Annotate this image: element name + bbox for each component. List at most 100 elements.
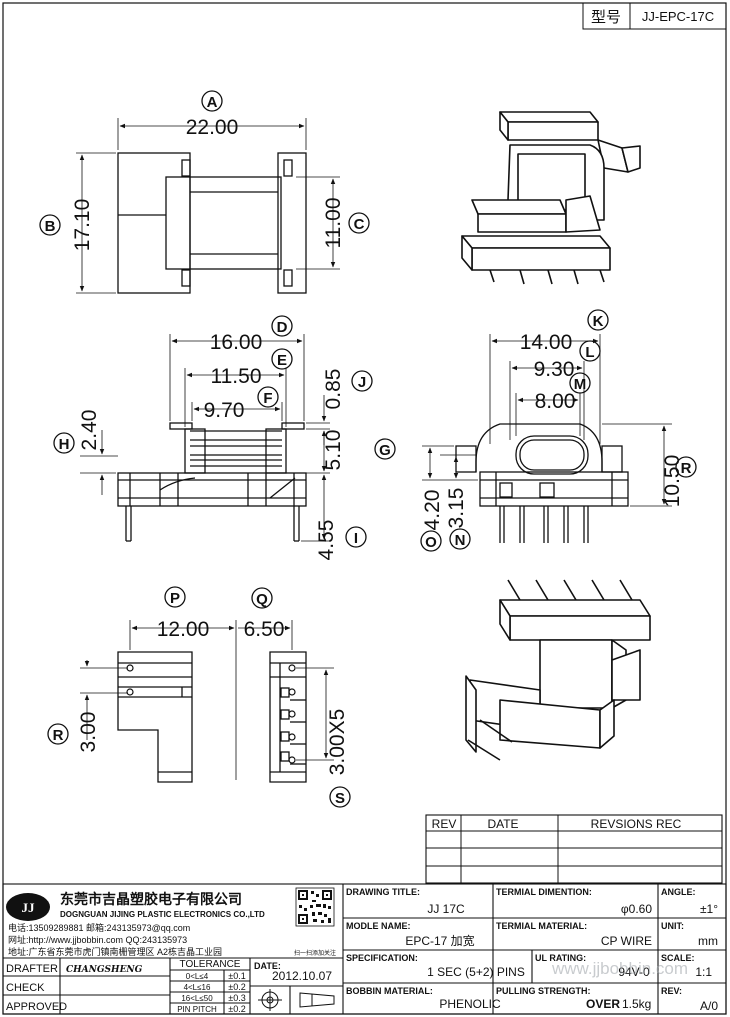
bobbin-material-label: BOBBIN MATERIAL: xyxy=(346,986,433,996)
title-fields: DRAWING TITLE: JJ 17C TERMIAL DIMENTION:… xyxy=(346,887,718,1013)
angle-label: ANGLE: xyxy=(661,887,696,897)
dim-letter-A: A xyxy=(201,90,223,112)
tolerance-value-1: ±0.1 xyxy=(228,971,245,981)
ul-rating-value: 94V-0 xyxy=(618,965,650,979)
dim-letter-circles: A B C D E F G H I J K L M N O P Q R R S xyxy=(39,90,697,808)
dim-letter-N: N xyxy=(449,528,471,550)
dim-letter-Q: Q xyxy=(251,587,273,609)
approved-label: APPROVED xyxy=(6,1001,67,1013)
dim-letter-L: L xyxy=(579,340,601,362)
revision-table: REV DATE REVSIONS REC xyxy=(425,814,723,884)
dim-R-side-value: 10.50 xyxy=(661,455,684,508)
title-block xyxy=(2,883,727,1015)
dim-J-value: 0.85 xyxy=(322,369,345,410)
qr-caption: 扫一扫添加关注 xyxy=(294,949,336,957)
terminal-material-label: TERMIAL MATERIAL: xyxy=(496,921,587,931)
dim-H-value: 2.40 xyxy=(78,410,101,451)
dim-O-value: 4.20 xyxy=(421,490,444,531)
model-label: 型号 xyxy=(591,9,621,26)
svg-text:P: P xyxy=(170,590,180,607)
company-contact-2: 网址:http://www.jjbobbin.com QQ:243135973 xyxy=(8,934,187,945)
dim-letter-O: O xyxy=(420,530,442,552)
date-value: 2012.10.07 xyxy=(272,969,332,983)
svg-text:F: F xyxy=(263,390,272,407)
dim-G-value: 5.10 xyxy=(322,430,345,471)
svg-text:H: H xyxy=(59,436,70,453)
tolerance-range-3: 16<L≤50 xyxy=(181,994,213,1003)
dim-F-value: 9.70 xyxy=(204,399,245,422)
terminal-dimension-value: φ0.60 xyxy=(621,902,652,916)
svg-text:N: N xyxy=(455,532,466,549)
svg-text:L: L xyxy=(585,344,594,361)
drawing-title-label: DRAWING TITLE: xyxy=(346,887,420,897)
dim-letter-H: H xyxy=(53,432,75,454)
pulling-strength-unit: 1.5kg xyxy=(622,997,651,1011)
rev-label: REV: xyxy=(661,986,682,996)
svg-text:O: O xyxy=(425,534,437,551)
svg-text:G: G xyxy=(379,442,391,459)
module-name-label: MODLE NAME: xyxy=(346,921,411,931)
unit-value: mm xyxy=(698,934,718,948)
dim-M-value: 8.00 xyxy=(535,390,576,413)
dim-P-value: 12.00 xyxy=(157,618,210,641)
watermark: www.jjbobbin.com xyxy=(551,959,688,978)
module-name-value: EPC-17 加宽 xyxy=(405,933,474,948)
dim-letter-M: M xyxy=(569,372,591,394)
dim-E-value: 11.50 xyxy=(211,365,262,388)
dim-B-value: 17.10 xyxy=(71,199,94,252)
dim-A-value: 22.00 xyxy=(186,116,239,139)
bobbin-material-value: PHENOLIC xyxy=(439,997,501,1011)
dim-letter-G: G xyxy=(374,438,396,460)
company-block: JJ 东莞市吉晶塑胶电子有限公司 DOGNGUAN JIJING PLASTIC… xyxy=(6,887,336,957)
isometric-view-top xyxy=(461,111,641,285)
company-logo xyxy=(6,893,50,921)
dim-K-value: 14.00 xyxy=(520,331,573,354)
tolerance-title: TOLERANCE xyxy=(180,959,241,970)
bottom-view xyxy=(80,620,334,783)
terminal-material-value: CP WIRE xyxy=(601,934,652,948)
dim-letter-R-side: R xyxy=(675,456,697,478)
svg-text:R: R xyxy=(53,727,64,744)
dim-letter-S: S xyxy=(329,786,351,808)
svg-text:A: A xyxy=(207,94,218,111)
company-address: 地址:广东省东莞市虎门镇南栅管理区 A2栋吉晶工业园 xyxy=(8,946,222,957)
svg-text:R: R xyxy=(681,460,692,477)
scale-value: 1:1 xyxy=(695,965,712,979)
dim-letter-K: K xyxy=(587,309,609,331)
projection-symbol xyxy=(258,989,335,1011)
dim-letter-P: P xyxy=(164,586,186,608)
angle-value: ±1° xyxy=(700,902,718,916)
revision-header-rec: REVSIONS REC xyxy=(591,817,682,831)
svg-text:C: C xyxy=(354,216,365,233)
drafter-label: DRAFTER xyxy=(6,963,58,975)
dim-D-value: 16.00 xyxy=(210,331,263,354)
dim-letter-F: F xyxy=(257,386,279,408)
ul-rating-label: UL RATING: xyxy=(535,953,586,963)
tolerance-value-4: ±0.2 xyxy=(228,1004,245,1014)
model-value: JJ-EPC-17C xyxy=(642,9,714,24)
dim-letter-J: J xyxy=(351,370,373,392)
dim-letter-R-bottom: R xyxy=(47,723,69,745)
svg-text:B: B xyxy=(45,218,56,235)
check-label: CHECK xyxy=(6,982,45,994)
tolerance-range-2: 4<L≤16 xyxy=(184,983,211,992)
tolerance-value-2: ±0.2 xyxy=(228,982,245,992)
scale-label: SCALE: xyxy=(661,953,695,963)
side-view xyxy=(422,334,672,543)
company-name-en: DOGNGUAN JIJING PLASTIC ELECTRONICS CO.,… xyxy=(60,910,265,919)
pulling-strength-value: OVER xyxy=(586,997,620,1011)
company-logo-text: JJ xyxy=(22,900,36,915)
top-view xyxy=(76,118,340,294)
revision-header-rev: REV xyxy=(432,817,457,831)
terminal-dimension-label: TERMIAL DIMENTION: xyxy=(496,887,592,897)
pulling-strength-label: PULLING STRENGTH: xyxy=(496,986,591,996)
svg-text:M: M xyxy=(574,376,587,393)
dim-letter-I: I xyxy=(345,526,367,548)
dim-N-value: 3.15 xyxy=(445,488,468,529)
qr-code xyxy=(295,887,335,927)
bottom-view-holes xyxy=(126,664,296,764)
front-view xyxy=(80,334,330,542)
company-name-cn: 东莞市吉晶塑胶电子有限公司 xyxy=(60,891,242,907)
dim-I-value: 4.55 xyxy=(315,520,338,561)
